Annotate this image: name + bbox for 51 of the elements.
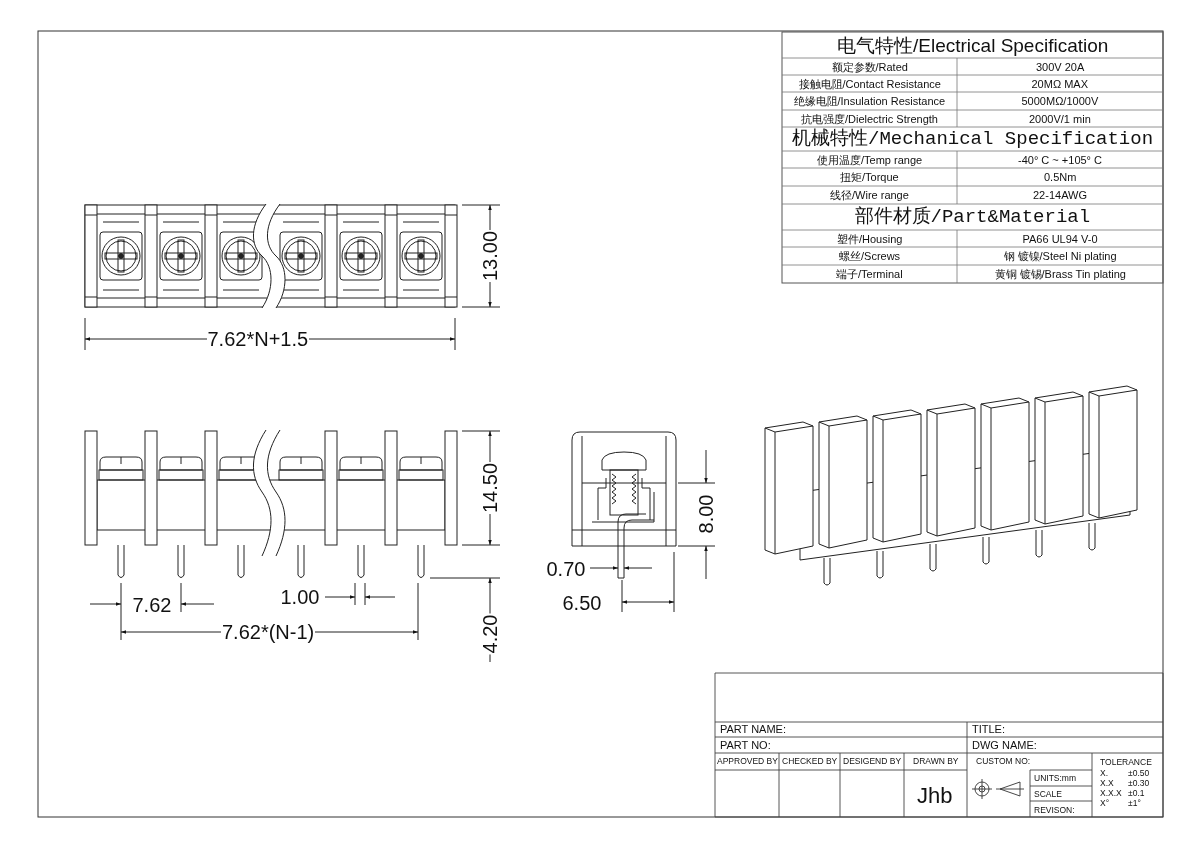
title-block-label: PART NO: <box>720 740 771 751</box>
title-block-label: DESIGEND BY <box>843 757 902 766</box>
spec-heading: 部件材质/Part&Material <box>854 208 1091 227</box>
spec-value: PA66 UL94 V-0 <box>1022 233 1098 245</box>
dimension-value: 1.00 <box>279 587 321 607</box>
title-block-label: CUSTOM NO: <box>976 757 1031 766</box>
spec-label: 扭矩/Torque <box>840 172 899 183</box>
spec-heading: 电气特性/Electrical Specification <box>837 36 1109 55</box>
spec-value: 5000MΩ/1000V <box>1021 96 1099 107</box>
tolerance-text: ±0.1 <box>1128 789 1145 798</box>
signature-text: Jhb <box>917 785 953 807</box>
spec-label: 绝缘电阻/Insulation Resistance <box>793 96 946 107</box>
title-block-label: REVISON: <box>1034 806 1075 815</box>
title-block-label: CHECKED BY <box>782 757 838 766</box>
spec-label: 额定参数/Rated <box>831 61 908 73</box>
spec-value: 2000V/1 min <box>1029 113 1091 125</box>
tolerance-text: X.X.X <box>1100 789 1122 798</box>
dimension-value: 7.62 <box>131 595 173 615</box>
tolerance-text: ±0.30 <box>1128 779 1150 788</box>
title-block-label: UNITS:mm <box>1034 774 1077 783</box>
dimension-value: 7.62*N+1.5 <box>206 329 310 349</box>
tolerance-text: X° <box>1100 799 1110 808</box>
spec-label: 线径/Wire range <box>830 190 909 201</box>
title-block-label: TITLE: <box>972 724 1005 735</box>
spec-label: 接触电阻/Contact Resistance <box>798 78 941 90</box>
spec-value: 20MΩ MAX <box>1031 78 1088 90</box>
spec-label: 端子/Terminal <box>836 269 903 280</box>
title-block-label: DRAWN BY <box>913 757 959 766</box>
title-block-label: PART NAME: <box>720 724 787 735</box>
dimension-value: 0.70 <box>545 559 587 579</box>
dimension-value: 7.62*(N-1) <box>221 622 316 642</box>
spec-value: 22-14AWG <box>1033 190 1087 201</box>
tolerance-text: ±1° <box>1128 799 1141 808</box>
spec-label: 使用温度/Temp range <box>817 154 923 166</box>
spec-value: 黄铜 镀锡/Brass Tin plating <box>994 269 1126 280</box>
tolerance-text: ±0.50 <box>1128 769 1150 778</box>
spec-value: 0.5Nm <box>1044 172 1077 183</box>
spec-heading: 机械特性/Mechanical Specification <box>792 130 1154 149</box>
tolerance-text: X.X <box>1100 779 1114 788</box>
spec-value: 300V 20A <box>1036 61 1085 73</box>
spec-label: 抗电强度/Dielectric Strength <box>801 113 938 125</box>
title-block-label: DWG NAME: <box>972 740 1037 751</box>
title-block-label: APPROVED BY <box>717 757 778 766</box>
spec-label: 螺丝/Screws <box>839 251 901 262</box>
tolerance-text: X. <box>1100 769 1109 778</box>
title-block-label: TOLERANCE <box>1100 758 1152 767</box>
dimension-value: 6.50 <box>561 593 603 613</box>
spec-value: 钢 镀镍/Steel Ni plating <box>1003 251 1117 262</box>
spec-value: -40° C ~ +105° C <box>1018 154 1102 166</box>
spec-label: 塑件/Housing <box>837 233 903 245</box>
title-block-label: SCALE <box>1034 790 1062 799</box>
